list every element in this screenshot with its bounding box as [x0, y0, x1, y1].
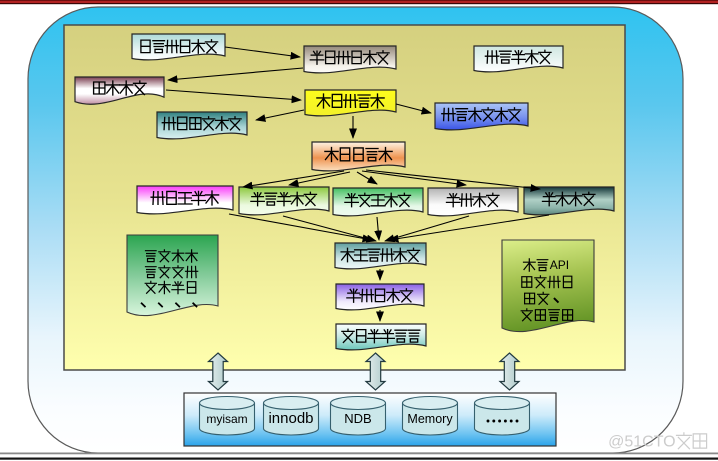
svg-text:API: API: [550, 258, 569, 272]
svg-text:myisam: myisam: [206, 412, 247, 426]
svg-text:NDB: NDB: [344, 411, 371, 426]
svg-text:Memory: Memory: [407, 412, 453, 426]
svg-text:@51CTO: @51CTO: [608, 434, 676, 451]
svg-text:innodb: innodb: [268, 410, 313, 427]
